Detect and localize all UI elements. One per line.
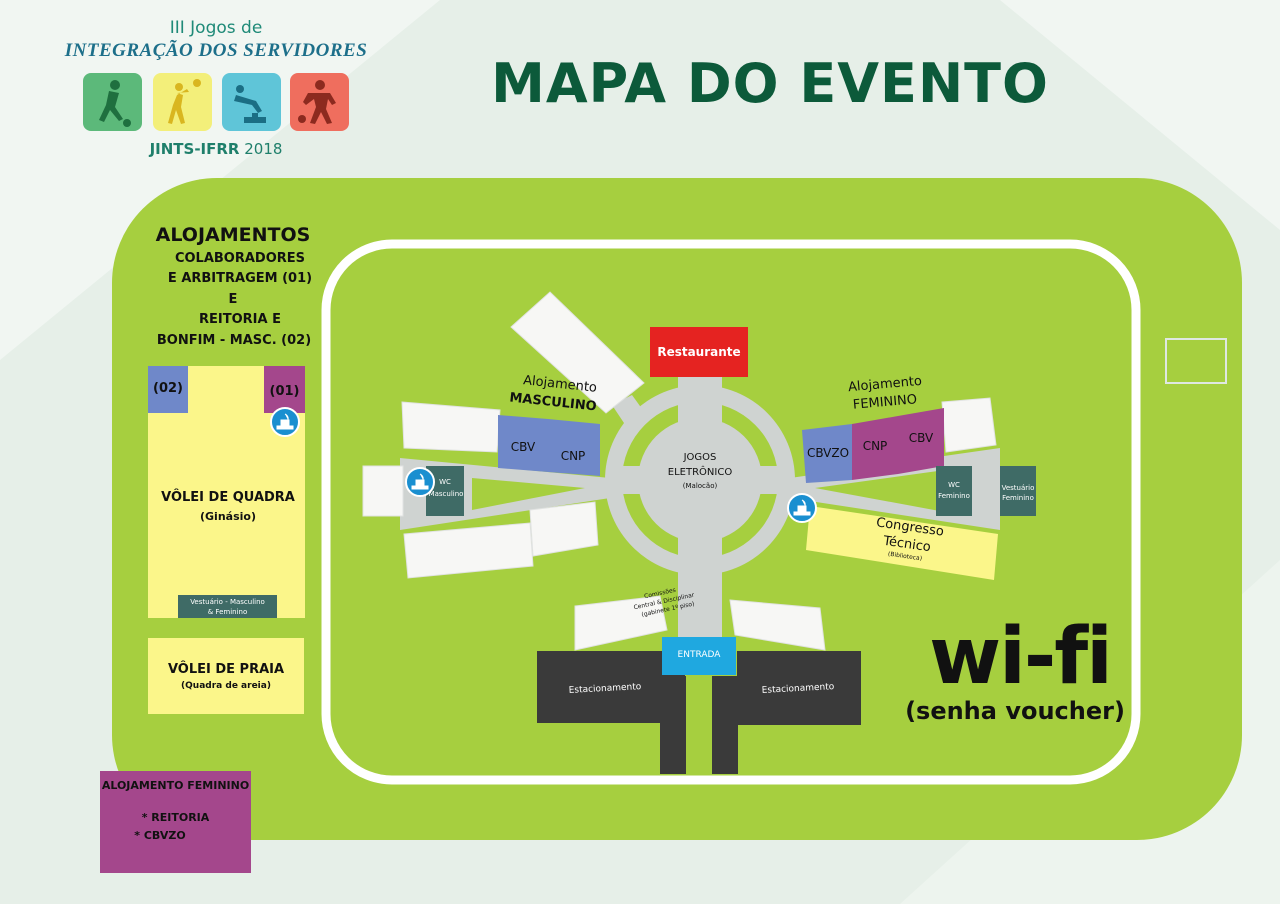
indoor-volleyball-title: VÔLEI DE QUADRA [161,490,295,505]
female-lodging-box-line-1: * REITORIA [141,811,210,824]
volleyball-player-icon [153,73,212,131]
beach-volleyball-title: VÔLEI DE PRAIA [167,662,285,677]
female-block-cnp: CNP [862,439,888,453]
lodging-line-4: REITORIA E [199,312,281,327]
female-lodging-box-line-2: * CBVZO [134,829,186,842]
entrance-label: ENTRADA [677,650,721,660]
water-fountain-icon [787,493,817,523]
female-block-cbvzo: CBVZO [806,446,850,460]
water-fountain-icon [405,467,435,497]
wc-female-label-1: WC [948,481,960,489]
wc-male-label-1: WC [439,478,451,486]
wifi-label: wi-fi [929,612,1113,702]
lodging-heading: ALOJAMENTOS [155,224,311,246]
changing-room-label-2: & Feminino [207,608,248,616]
page-title: MAPA DO EVENTO [491,52,1049,115]
lodging-tag-01: (01) [269,384,300,399]
water-fountain-icon [270,407,300,437]
center-label-3: (Malocão) [682,482,718,490]
lodging-line-3: E [228,292,238,307]
logo-line-1: III Jogos de [169,18,263,38]
center-label-2: ELETRÔNICO [667,467,733,478]
lodging-tag-02: (02) [153,381,183,396]
restaurant-label: Restaurante [657,345,741,359]
female-lodging-box-title: ALOJAMENTO FEMININO [101,779,250,792]
center-label-1: JOGOS [683,452,717,463]
table-tennis-player-icon [290,73,349,131]
soccer-player-icon [83,73,142,131]
logo-line-2: INTEGRAÇÃO DOS SERVIDORES [64,40,368,61]
indoor-volleyball-subtitle: (Ginásio) [200,510,256,523]
lodging-line-1: COLABORADORES [174,251,306,266]
male-block-cbv: CBV [510,440,536,454]
wc-female-label-2: Feminino [938,492,970,500]
wifi-password-label: (senha voucher) [905,697,1125,725]
lodging-line-2: E ARBITRAGEM (01) [167,271,313,286]
campus-ring-road [321,239,1141,785]
swimmer-diving-icon [222,73,281,131]
vestiario-female-label-2: Feminino [1002,494,1034,502]
female-block-cbv: CBV [908,431,934,445]
beach-volleyball-subtitle: (Quadra de areia) [181,681,271,691]
logo-line-3: JINTS-IFRR 2018 [149,140,283,158]
lodging-line-5: BONFIM - MASC. (02) [156,333,312,348]
changing-room-label-1: Vestuário - Masculino [190,598,265,606]
male-block-cnp: CNP [560,449,586,463]
wc-male-label-2: Masculino [428,490,464,498]
vestiario-female-label-1: Vestuário [1001,484,1035,492]
